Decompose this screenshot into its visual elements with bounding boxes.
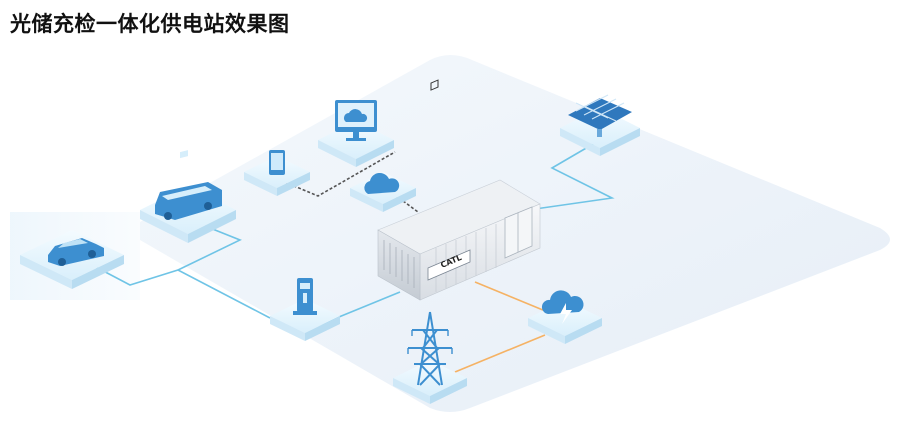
node-charger [270, 278, 340, 341]
link-tower-weather [454, 334, 546, 373]
node-storage: CATL [377, 79, 541, 301]
link-solar-storage [527, 139, 615, 211]
node-monitor [318, 100, 394, 167]
charging-pile-icon [293, 278, 317, 315]
storage-container-icon: CATL [377, 79, 541, 301]
page-title: 光储充检一体化供电站效果图 [10, 12, 290, 36]
node-phone [244, 150, 310, 196]
monitor-cloud-icon [335, 100, 377, 141]
car-icon [48, 238, 104, 266]
solar-panel-icon [568, 94, 632, 137]
link-car-charger [91, 264, 271, 319]
node-weather [528, 290, 602, 344]
phone-icon [269, 150, 285, 175]
node-car [20, 230, 124, 289]
storm-cloud-icon [541, 290, 584, 324]
node-bus [140, 150, 236, 243]
cloud-icon [364, 172, 400, 194]
node-cloud [350, 172, 416, 212]
transmission-tower-icon [407, 311, 453, 386]
link-bus-hub [177, 225, 242, 271]
link-storage-weather [474, 281, 556, 316]
node-solar [560, 94, 640, 156]
bus-icon [155, 150, 222, 220]
node-tower [393, 311, 467, 404]
